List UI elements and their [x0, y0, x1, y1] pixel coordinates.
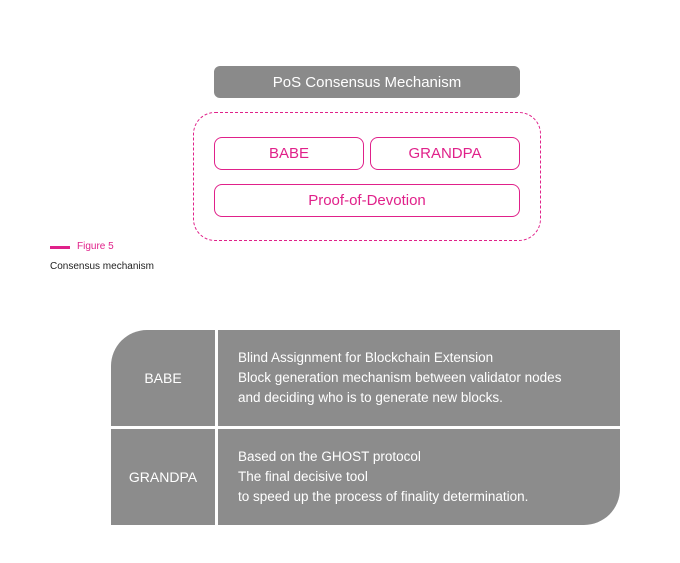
description-line: Blind Assignment for Blockchain Extensio… [238, 350, 494, 365]
description-line: Based on the GHOST protocol [238, 449, 421, 464]
description-line: Block generation mechanism between valid… [238, 370, 562, 385]
grandpa-component-box: GRANDPA [370, 137, 520, 170]
proof-of-devotion-box: Proof-of-Devotion [214, 184, 520, 217]
figure-caption: Consensus mechanism [50, 261, 154, 272]
figure-marker [50, 246, 70, 249]
description-line: to speed up the process of finality dete… [238, 489, 529, 504]
description-line: and deciding who is to generate new bloc… [238, 390, 503, 405]
figure-label: Figure 5 [77, 241, 114, 252]
table-row-babe-name: BABE [111, 330, 215, 426]
babe-component-box: BABE [214, 137, 364, 170]
pos-consensus-header: PoS Consensus Mechanism [214, 66, 520, 98]
consensus-components-group [193, 112, 541, 241]
table-row-grandpa-name: GRANDPA [111, 429, 215, 525]
table-row-grandpa-description: Based on the GHOST protocol The final de… [218, 429, 620, 525]
table-row-babe-description: Blind Assignment for Blockchain Extensio… [218, 330, 620, 426]
description-line: The final decisive tool [238, 469, 368, 484]
